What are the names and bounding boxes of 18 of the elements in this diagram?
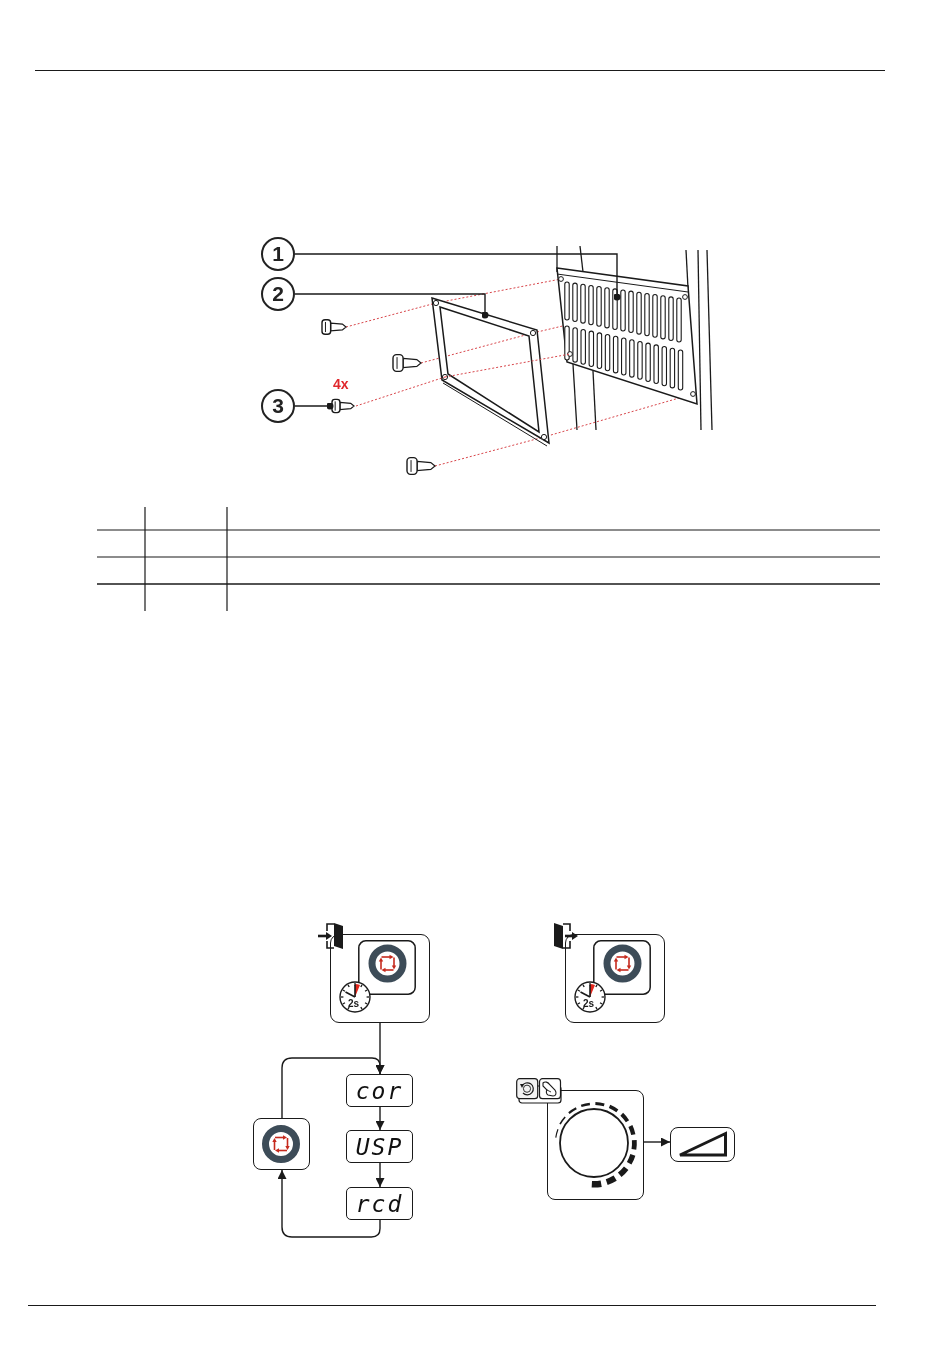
- arrow: [643, 1137, 671, 1147]
- arrow: [281, 1057, 385, 1119]
- quantity-label: 4x: [333, 377, 349, 392]
- duration-label: 2s: [583, 998, 595, 1009]
- arrow: [375, 1106, 385, 1131]
- callout-number: 3: [261, 389, 295, 423]
- leader-line: [294, 402, 334, 410]
- leader-line: [294, 253, 621, 301]
- display-readout: USP: [346, 1130, 413, 1163]
- duration-label: 2s: [348, 998, 360, 1009]
- display-readout: cor: [346, 1074, 413, 1107]
- dashed-guide-line: [355, 376, 446, 407]
- arrow: [375, 1162, 385, 1188]
- display-readout: rcd: [346, 1187, 413, 1220]
- ramp-panel: [670, 1127, 735, 1162]
- key-panel: [253, 1118, 310, 1170]
- callout-number: 1: [261, 237, 295, 271]
- callout-number: 2: [261, 277, 295, 311]
